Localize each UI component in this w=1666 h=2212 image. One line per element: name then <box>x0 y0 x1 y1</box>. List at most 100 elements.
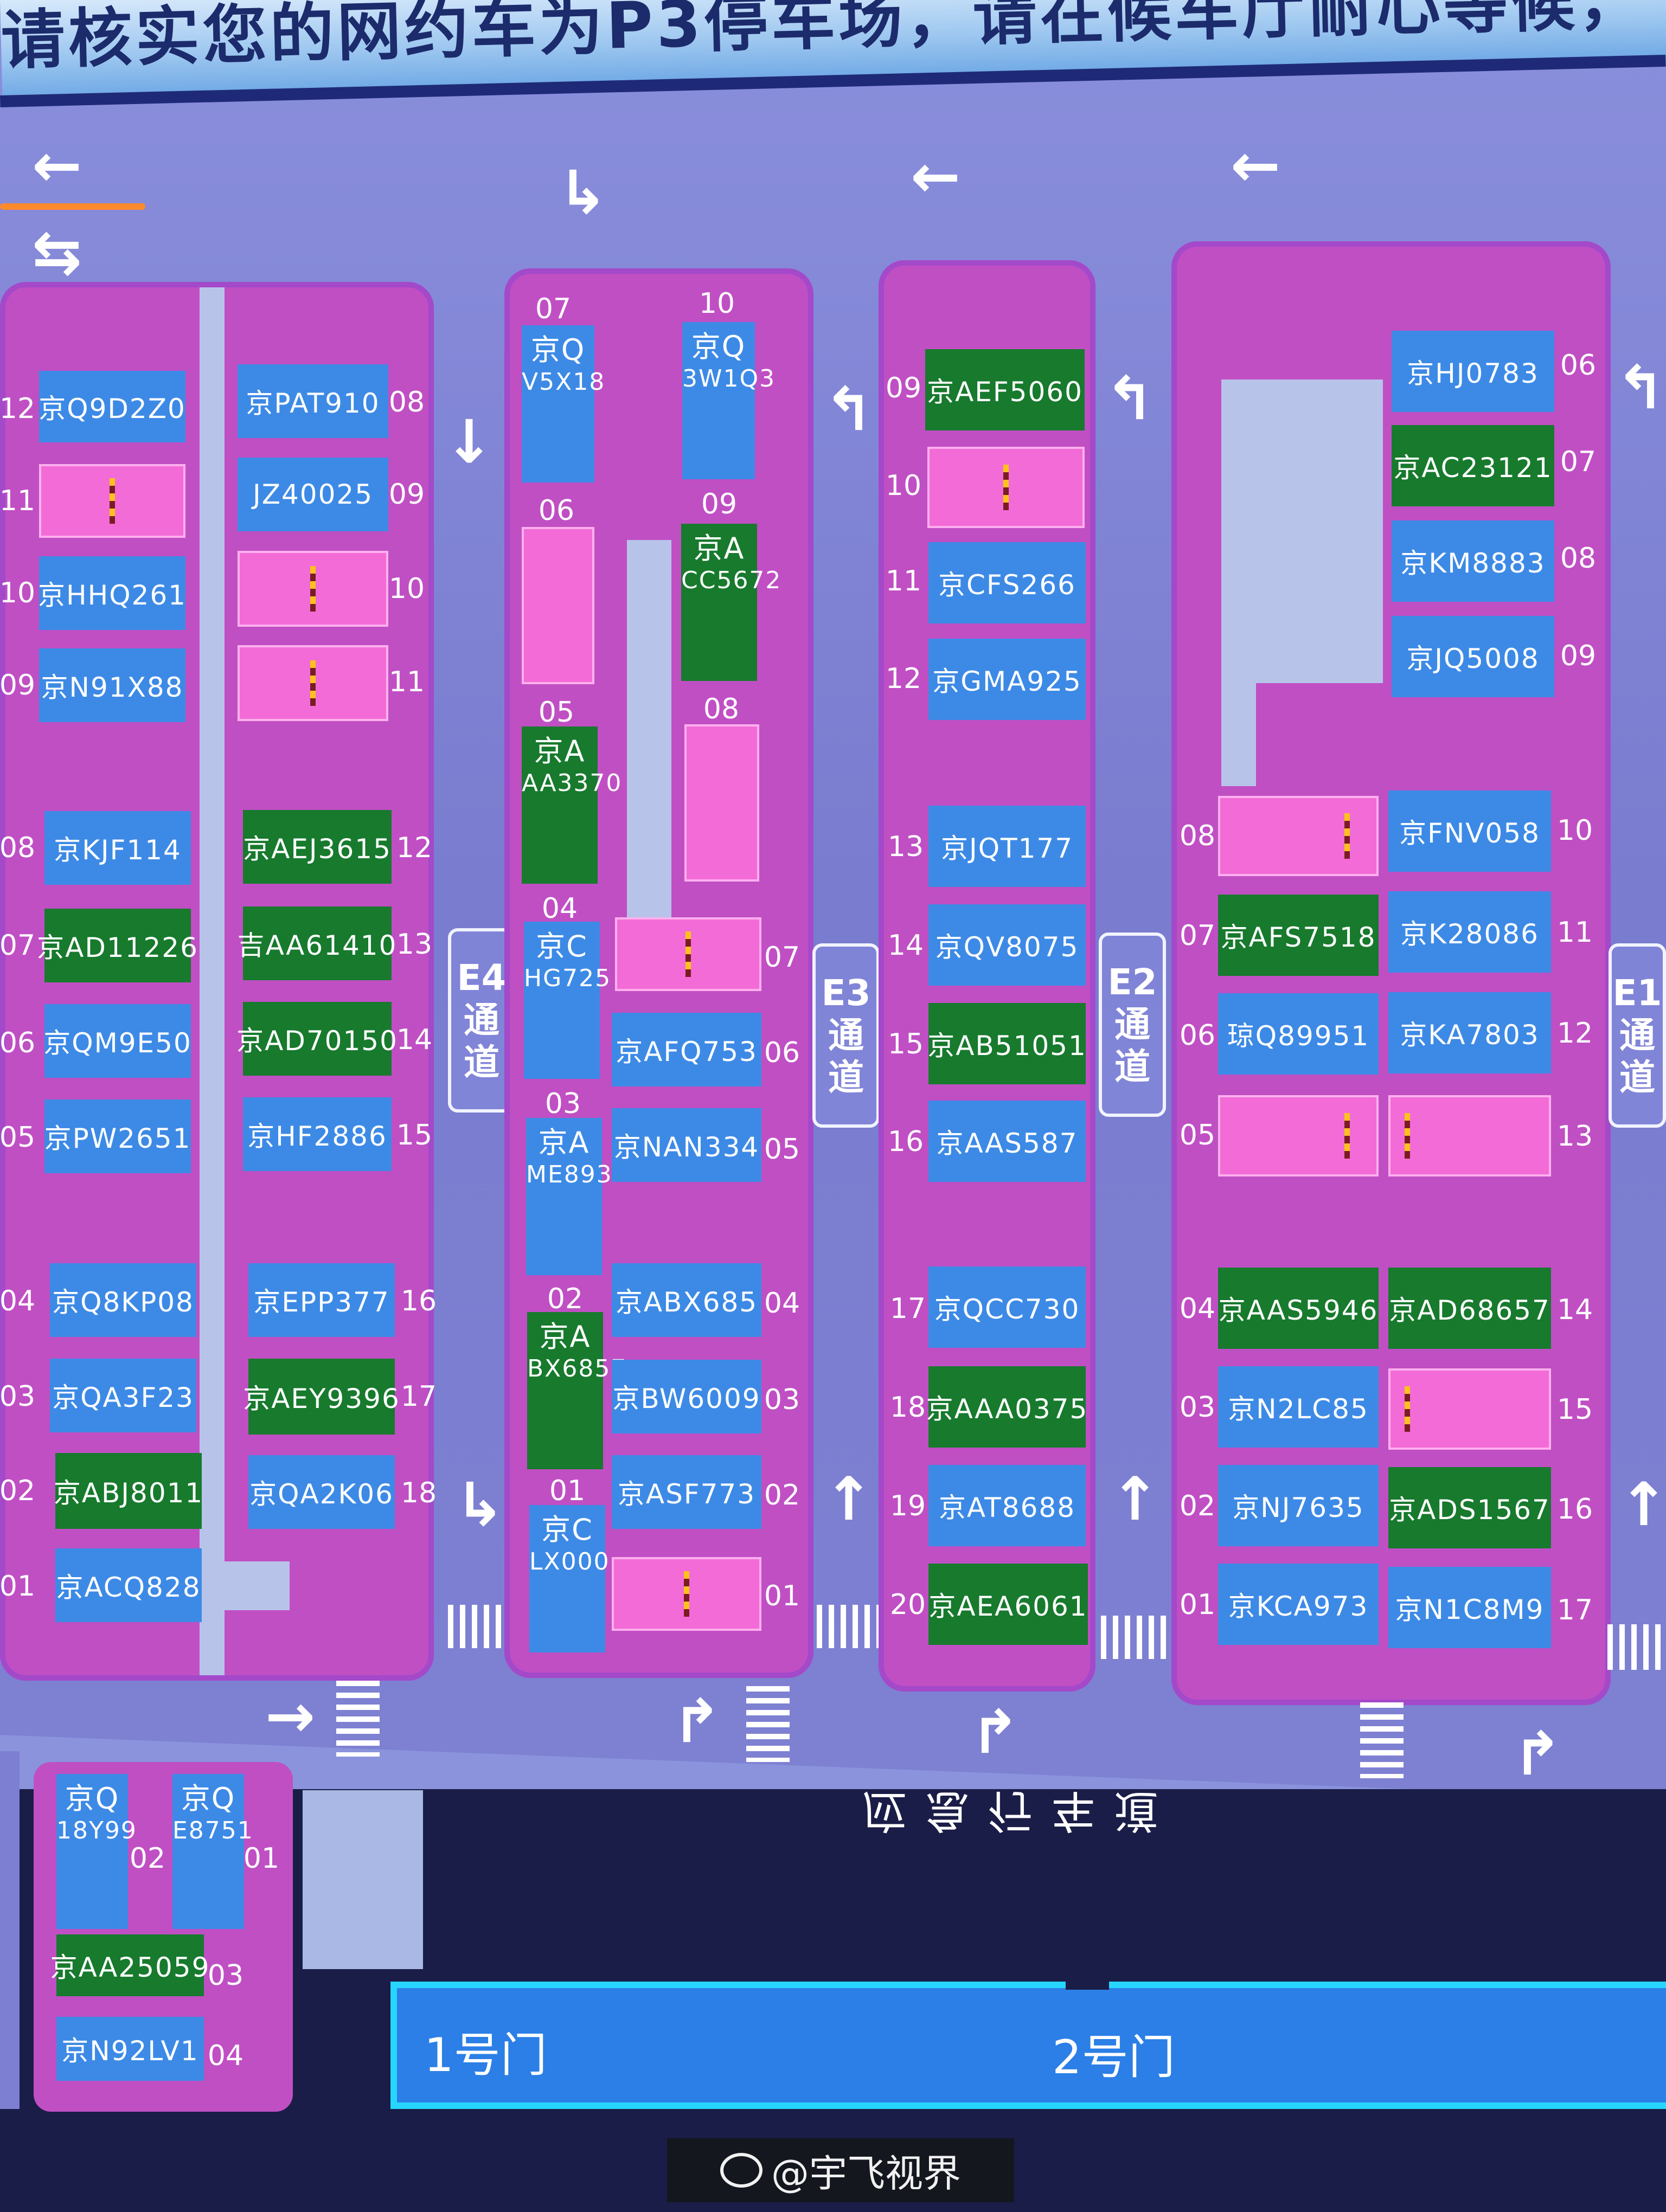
parking-slot-vertical[interactable]: 京A ME893 <box>526 1118 612 1275</box>
parking-slot[interactable]: 京NJ7635 <box>1218 1465 1379 1546</box>
parking-slot[interactable]: JZ40025 <box>238 458 388 531</box>
turn-arrow-icon: ↳ <box>454 1470 505 1539</box>
parking-slot[interactable]: 京AD68657 <box>1388 1268 1551 1349</box>
plate-text: 京KM8883 <box>1400 548 1546 579</box>
parking-slot[interactable]: 京KCA973 <box>1218 1564 1379 1645</box>
plate-text: 京ASF773 <box>617 1478 756 1510</box>
plate-rest: CC5672 <box>681 567 782 594</box>
parking-slot-vertical[interactable]: 京Q 3W1Q3 <box>682 322 774 479</box>
parking-slot[interactable]: 京JQT177 <box>928 806 1086 887</box>
parking-slot-vacant[interactable] <box>927 447 1085 528</box>
parking-slot[interactable]: 京ADS1567 <box>1388 1467 1551 1548</box>
parking-slot[interactable]: 京HF2886 <box>243 1097 392 1171</box>
parking-slot[interactable]: 京QA3F23 <box>50 1359 196 1432</box>
parking-slot[interactable]: 京QM9E50 <box>43 1004 191 1078</box>
parking-slot[interactable]: 京Q8KP08 <box>50 1263 196 1337</box>
parking-slot[interactable]: 京BW6009 <box>612 1360 761 1433</box>
slot-number: 06 <box>1179 1019 1216 1052</box>
parking-slot[interactable]: 京GMA925 <box>928 639 1086 720</box>
parking-slot[interactable]: 吉AA61410 <box>238 906 396 980</box>
parking-slot[interactable]: 京PW2651 <box>44 1099 191 1173</box>
parking-slot[interactable]: 京QA2K06 <box>248 1455 395 1529</box>
parking-slot[interactable]: 京AEA6061 <box>928 1564 1088 1645</box>
parking-slot[interactable]: 京ABJ8011 <box>54 1453 202 1529</box>
parking-slot[interactable]: 京ASF773 <box>612 1455 761 1529</box>
gate-gap <box>1066 1973 1109 1990</box>
slot-number: 07 <box>535 293 572 325</box>
parking-slot[interactable]: 京KM8883 <box>1392 520 1554 602</box>
parking-slot[interactable]: 京AEY9396 <box>243 1359 399 1435</box>
parking-slot-vertical[interactable]: 京Q V5X18 <box>522 325 604 483</box>
parking-slot[interactable]: 京N91X88 <box>39 648 185 722</box>
slot-number: 01 <box>549 1475 586 1507</box>
parking-slot[interactable]: 京AEJ3615 <box>243 810 392 884</box>
parking-slot[interactable]: 京AC23121 <box>1392 425 1554 506</box>
island-divider <box>200 287 225 1675</box>
parking-slot[interactable]: 京AFS7518 <box>1218 895 1379 976</box>
parking-slot[interactable]: 京HHQ261 <box>38 556 185 630</box>
slot-number: 08 <box>703 693 740 725</box>
parking-slot-vacant[interactable] <box>684 724 759 882</box>
turn-arrow-icon: ↰ <box>1615 353 1666 422</box>
parking-slot[interactable]: 京AFQ753 <box>612 1013 761 1086</box>
slot-number: 03 <box>1179 1391 1216 1424</box>
parking-slot-vertical[interactable]: 京A AA3370 <box>522 726 621 884</box>
parking-slot[interactable]: 京QV8075 <box>928 904 1086 986</box>
parking-slot[interactable]: 京AT8688 <box>928 1465 1086 1546</box>
parking-slot[interactable]: 京K28086 <box>1388 891 1551 973</box>
parking-slot-vacant[interactable] <box>1388 1095 1551 1176</box>
parking-slot-vacant[interactable] <box>238 645 388 721</box>
plate-text: 京Q8KP08 <box>52 1287 194 1318</box>
parking-slot[interactable]: 京EPP377 <box>248 1263 395 1337</box>
slot-number: 10 <box>0 577 36 609</box>
parking-slot[interactable]: 京AB51051 <box>927 1003 1086 1084</box>
parking-slot[interactable]: 京N1C8M9 <box>1388 1567 1551 1648</box>
parking-slot[interactable]: 京AD70150 <box>236 1002 397 1076</box>
parking-slot[interactable]: 京ACQ828 <box>55 1548 202 1622</box>
parking-slot-vacant[interactable] <box>1218 796 1379 876</box>
parking-slot[interactable]: 京KJF114 <box>44 811 191 885</box>
parking-slot-vacant[interactable] <box>615 917 761 991</box>
vacant-marker <box>1405 1113 1410 1159</box>
plate-text: 京EPP377 <box>253 1287 390 1318</box>
plate-text: 京JQT177 <box>940 833 1074 864</box>
parking-slot[interactable]: 京QCC730 <box>928 1266 1086 1348</box>
vacant-marker <box>310 566 316 612</box>
parking-slot-vertical[interactable]: 京A BX6857 <box>527 1312 626 1469</box>
slot-number: 10 <box>1556 814 1593 847</box>
parking-slot-vacant[interactable] <box>238 551 388 627</box>
parking-slot-vertical[interactable]: 京A CC5672 <box>681 524 782 681</box>
parking-slot[interactable]: 京NAN334 <box>612 1108 761 1182</box>
parking-slot[interactable]: 京HJ0783 <box>1392 331 1554 412</box>
parking-slot[interactable]: 京ABX685 <box>612 1263 761 1337</box>
parking-slot[interactable]: 京AEF5060 <box>925 349 1085 430</box>
parking-slot[interactable]: 京PAT910 <box>238 364 388 438</box>
parking-slot[interactable]: 京FNV058 <box>1388 790 1551 872</box>
parking-slot[interactable]: 京N2LC85 <box>1218 1366 1379 1448</box>
parking-slot-vertical[interactable]: 京Q E8751 <box>172 1774 253 1929</box>
turn-arrow-icon: ↱ <box>970 1697 1021 1767</box>
parking-slot[interactable]: 京AD11226 <box>37 909 197 982</box>
parking-slot-vacant[interactable] <box>612 1557 761 1631</box>
parking-slot[interactable]: 京AA25059 <box>50 1934 209 1996</box>
parking-slot[interactable]: 京N92LV1 <box>56 2017 204 2081</box>
parking-slot-vertical[interactable]: 京C HG725 <box>524 922 610 1079</box>
parking-slot-vacant[interactable] <box>1388 1368 1551 1450</box>
parking-slot[interactable]: 京KA7803 <box>1388 992 1551 1073</box>
parking-slot[interactable]: 京AAS5946 <box>1218 1268 1379 1349</box>
weibo-logo-icon <box>720 2153 762 2188</box>
parking-slot-vacant[interactable] <box>1218 1095 1379 1176</box>
slot-number: 05 <box>764 1133 800 1166</box>
slot-number: 12 <box>0 393 36 425</box>
parking-slot[interactable]: 京JQ5008 <box>1392 616 1554 697</box>
parking-slot-vertical[interactable]: 京Q 18Y99 <box>56 1774 136 1929</box>
parking-slot[interactable]: 京AAS587 <box>928 1101 1086 1182</box>
parking-slot[interactable]: 京Q9D2Z0 <box>39 371 185 442</box>
watermark: @宇飞视界 <box>667 2138 1014 2202</box>
parking-slot[interactable]: 京AAA0375 <box>926 1366 1087 1448</box>
parking-slot-vertical[interactable]: 京C LX000 <box>529 1505 609 1652</box>
parking-slot[interactable]: 琼Q89951 <box>1218 993 1379 1075</box>
parking-slot[interactable]: 京CFS266 <box>928 542 1086 623</box>
parking-slot-vacant[interactable] <box>39 464 185 538</box>
parking-slot-vacant[interactable] <box>522 527 594 684</box>
